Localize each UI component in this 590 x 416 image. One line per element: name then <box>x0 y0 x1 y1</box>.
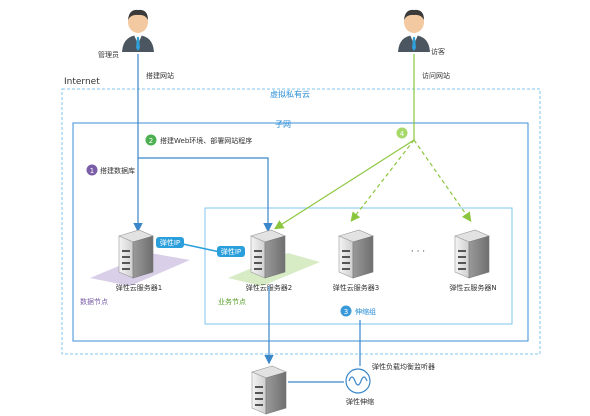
visitor-to-server2-arrow <box>273 139 415 230</box>
step-4-number: 4 <box>400 130 405 138</box>
elb-short-label: 弹性伸缩 <box>346 397 374 406</box>
server-1-label: 弹性云服务器1 <box>116 283 162 292</box>
server-2-icon <box>250 229 286 279</box>
elb-wave-icon <box>348 376 368 386</box>
step-3-badge <box>340 305 352 317</box>
eip-link <box>177 242 221 253</box>
eip-left-label: 弹性IP <box>160 238 180 247</box>
step-2-label: 搭建Web环境、部署网站程序 <box>160 136 252 145</box>
admin-to-server2-arrow <box>138 157 273 233</box>
elb-label: 弹性负载均衡监听器 <box>372 362 435 371</box>
scaling-group-boundary <box>204 207 513 325</box>
eip-right-badge <box>217 246 245 257</box>
server-1-icon <box>118 229 154 279</box>
admin-label: 管理员 <box>98 50 119 59</box>
visitor-access-label: 访问网站 <box>422 71 450 80</box>
visitor-person-icon <box>398 9 430 53</box>
eip-right-label: 弹性IP <box>221 247 241 256</box>
server-N-icon <box>454 229 490 279</box>
internet-label: Internet <box>64 77 100 87</box>
step-4-badge <box>396 127 408 139</box>
subnet-label: 子网 <box>275 120 291 129</box>
server-3-label: 弹性云服务器3 <box>333 283 379 292</box>
server-3-icon <box>338 229 374 279</box>
visitor-to-server3-arrow <box>350 139 415 222</box>
server-N-label: 弹性云服务器N <box>449 283 496 292</box>
eip-left-badge <box>156 237 184 248</box>
vpc-label: 虚拟私有云 <box>270 89 310 99</box>
servers-ellipsis: · · · <box>411 247 425 257</box>
step-1-number: 1 <box>90 167 94 175</box>
step-2-badge <box>145 134 157 146</box>
step-2-number: 2 <box>149 137 153 145</box>
visitor-label: 访客 <box>431 47 445 56</box>
subnet-boundary <box>72 122 529 342</box>
data-node-label: 数据节点 <box>80 297 108 306</box>
elb-icon <box>345 368 371 394</box>
step-1-badge <box>86 164 98 176</box>
vpc-boundary <box>61 88 541 355</box>
step-3-label: 伸缩组 <box>355 307 376 316</box>
admin-person-icon <box>122 9 154 53</box>
business-node-label: 业务节点 <box>218 297 246 306</box>
bottom-server-icon <box>251 365 287 415</box>
step-3-number: 3 <box>344 308 348 316</box>
step-1-label: 搭建数据库 <box>100 166 135 175</box>
visitor-to-serverN-arrow <box>413 139 472 222</box>
admin-build-site-label: 搭建网站 <box>146 71 174 80</box>
